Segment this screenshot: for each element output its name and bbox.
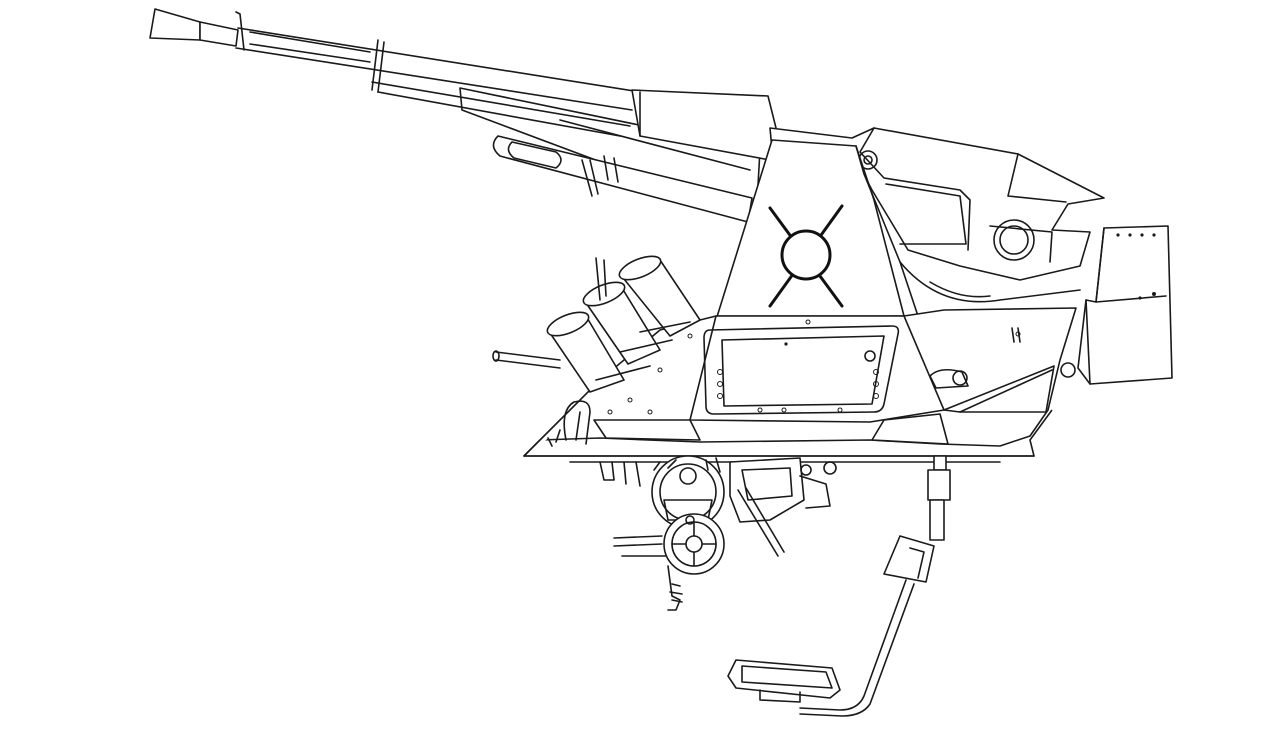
gun-barrel <box>149 8 777 223</box>
cross-circle-emblem <box>768 204 844 308</box>
undercarriage-mechanism <box>599 455 837 611</box>
breech-wheel <box>993 219 1035 261</box>
cradle-housing <box>631 89 777 161</box>
foot-pedal <box>727 659 841 699</box>
ammunition-box <box>1077 225 1173 385</box>
breech-block <box>769 127 1105 303</box>
barrel-tube <box>235 27 641 111</box>
barrel-tip <box>199 21 239 47</box>
lower-hull <box>523 307 1077 463</box>
bolts <box>607 319 1021 415</box>
side-shield-tower <box>715 139 919 321</box>
inspection-panel <box>703 325 900 415</box>
pedal-clamp <box>883 535 935 583</box>
magazine-canisters <box>492 255 701 447</box>
recuperator-cylinder <box>492 135 753 223</box>
foot-rest-bracket <box>727 455 951 717</box>
muzzle-brake <box>149 8 201 41</box>
